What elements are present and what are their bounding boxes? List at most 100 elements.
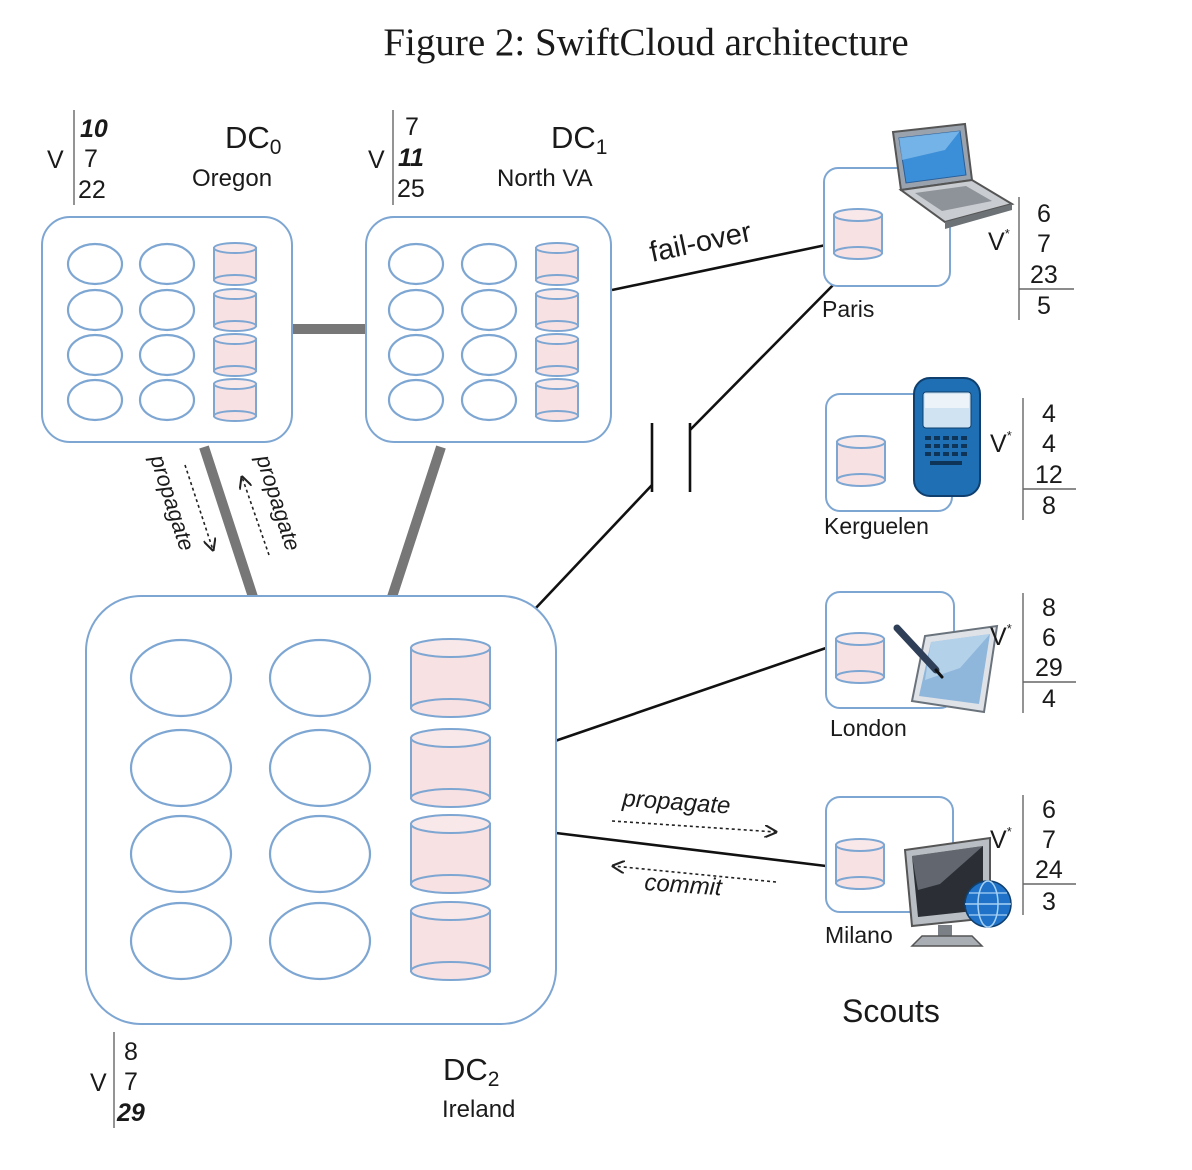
dc2-storage-cylinder [410,901,491,981]
dc2-vector-entry-2: 29 [116,1099,145,1127]
dc0-version-vector: V 10 7 22 [47,110,108,205]
dc1-replica-node [460,378,518,422]
dc0-nodes [66,242,257,422]
kerguelen-version-vector: V* 4 4 12 8 [990,398,1076,520]
failover-label: fail-over [647,216,755,269]
propagate-up-annotation: propagate [242,451,306,556]
scout-paris: Paris V* 6 7 23 5 [822,122,1074,322]
paris-vector-counter: 5 [1037,292,1051,320]
laptop-icon [891,122,1015,229]
dc2-vector-entry-1: 7 [124,1068,138,1096]
dc1-replica-node [460,288,518,332]
london-vector-entry-0: 8 [1042,594,1056,622]
dc1-vector-label: V [368,146,385,174]
kerguelen-vector-entry-2: 12 [1035,461,1063,489]
commit-annotation: commit [613,866,777,901]
dc1-replica-node [387,378,445,422]
paris-cache-cylinder [833,208,883,260]
dc1-replica-node [387,333,445,377]
dc2-replica-node [268,728,372,808]
dc0-title: DC0 [225,120,281,159]
kerguelen-cache-cylinder [836,435,886,487]
milano-vector-entry-1: 7 [1042,826,1056,854]
dc0-vector-entry-1: 7 [84,145,98,173]
dc1-version-vector: V 7 11 25 [368,110,425,205]
scouts-title: Scouts [842,993,940,1029]
dc0-storage-cylinder [213,288,257,332]
dc2-replica-node [268,901,372,981]
dc1-replica-node [387,242,445,286]
dc1-title: DC1 [551,120,607,159]
dc2-replica-node [129,814,233,894]
london-vector-entry-2: 29 [1035,654,1063,682]
kerguelen-vector-counter: 8 [1042,492,1056,520]
scout-kerguelen: Kerguelen V* 4 4 12 8 [824,377,1076,539]
datacenter-dc0 [41,216,293,443]
link-failover-dc1-paris [611,243,827,292]
kerguelen-vector-entry-0: 4 [1042,400,1056,428]
dc0-location: Oregon [192,165,272,192]
london-vector-label: V* [990,621,1012,651]
dc0-replica-node [138,242,196,286]
dc2-vector-entry-0: 8 [124,1038,138,1066]
dc0-vector-entry-0: 10 [80,115,108,143]
dc1-replica-node [460,333,518,377]
paris-vector-entry-2: 23 [1030,261,1058,289]
commit-label: commit [644,869,724,901]
milano-vector-entry-2: 24 [1035,856,1063,884]
dc0-storage-cylinder [213,333,257,377]
dc0-replica-node [138,288,196,332]
propagate-up-label: propagate [251,451,306,554]
dc1-storage-cylinder [535,378,579,422]
propagate-up-arrow [242,477,270,556]
dc1-storage-cylinder [535,288,579,332]
dc1-vector-entry-1: 11 [398,144,424,172]
dc0-replica-node [66,333,124,377]
dc2-vector-label: V [90,1069,107,1097]
milano-vector-counter: 3 [1042,888,1056,916]
dc0-replica-node [66,242,124,286]
dc1-storage-cylinder [535,333,579,377]
dc2-replica-node [268,814,372,894]
dc1-vector-entry-2: 25 [397,175,425,203]
paris-version-vector: V* 6 7 23 5 [988,197,1074,320]
propagate-down-arrow [184,464,213,550]
scout-london: London V* 8 6 29 4 [825,591,1076,741]
desktop-globe-icon [903,836,1012,947]
kerguelen-location: Kerguelen [824,513,929,539]
dc2-storage-cylinder [410,728,491,808]
dc2-storage-cylinder [410,638,491,718]
milano-vector-label: V* [990,824,1012,854]
dc0-replica-node [138,378,196,422]
dc1-storage-cylinder [535,242,579,286]
dc0-replica-node [138,333,196,377]
propagate-right-label: propagate [621,785,732,820]
london-vector-counter: 4 [1042,685,1056,713]
dc2-nodes [129,638,491,981]
kerguelen-vector-entry-1: 4 [1042,430,1056,458]
dc1-vector-entry-0: 7 [405,113,419,141]
smartphone-icon [913,377,981,497]
dc1-nodes [387,242,579,422]
london-location: London [830,715,907,741]
dc2-storage-cylinder [410,814,491,894]
datacenter-dc2 [85,595,557,1025]
london-version-vector: V* 8 6 29 4 [990,593,1076,713]
dc2-version-vector: V 8 7 29 [90,1032,145,1128]
milano-version-vector: V* 6 7 24 3 [990,795,1076,916]
propagate-down-label: propagate [145,451,200,554]
dc2-title: DC2 [443,1052,499,1091]
link-dc0-dc2 [199,445,258,599]
dc0-vector-entry-2: 22 [78,176,106,204]
dc2-location: Ireland [442,1096,515,1123]
london-cache-cylinder [835,632,885,684]
paris-location: Paris [822,296,874,322]
scout-milano: Milano V* 6 7 24 3 [825,795,1076,948]
milano-vector-entry-0: 6 [1042,796,1056,824]
dc0-replica-node [66,378,124,422]
propagate-down-annotation: propagate [145,451,213,554]
dc2-replica-node [129,901,233,981]
propagate-right-arrow [611,820,776,832]
